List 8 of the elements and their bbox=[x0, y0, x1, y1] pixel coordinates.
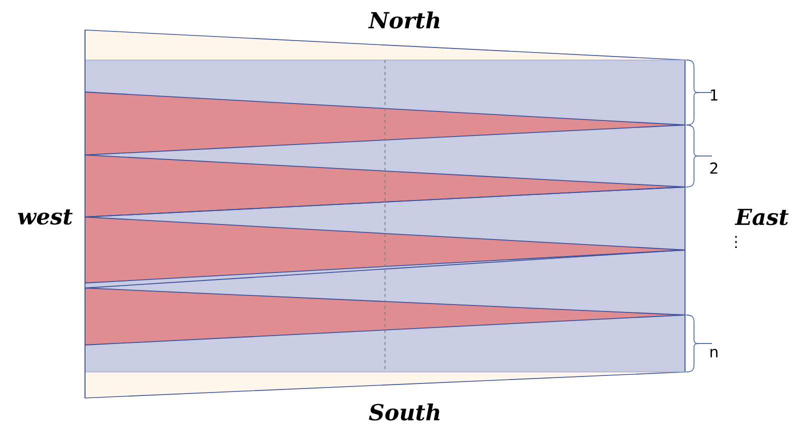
band-number: 1 bbox=[710, 90, 718, 100]
compass-label: East bbox=[734, 208, 789, 226]
band-number: 2 bbox=[710, 162, 718, 174]
compass-label: South bbox=[368, 404, 440, 421]
band-number: n bbox=[710, 348, 718, 358]
compass-label: west bbox=[18, 209, 73, 225]
compass-label: North bbox=[368, 11, 440, 29]
ellipsis-mark: ⋮ bbox=[735, 236, 737, 248]
